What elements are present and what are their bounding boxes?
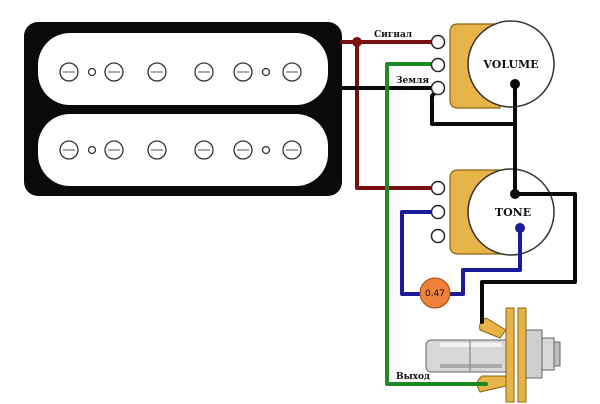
tone-pot-lugs [430,180,446,244]
tone-label: TONE [495,206,531,219]
volume-pot-lugs [430,34,446,96]
capacitor: 0.47 [419,277,451,309]
volume-label: VOLUME [482,58,538,71]
capacitor-body [419,277,451,309]
jack-bracket-right [517,307,527,403]
humbucker-pickup [24,22,342,196]
signal-wire-to-tone [355,40,441,190]
output-label: Выход [396,372,430,382]
tone-pot-knob [467,168,555,256]
pickup-coil-top [38,33,328,105]
tone-pot: TONE [449,168,555,256]
tone-wire-cap-in [400,210,441,296]
ground-label: Земля [396,76,429,86]
volume-pot-knob [467,20,555,108]
jack-sleeve-lug [476,375,507,393]
output-wire [385,62,488,386]
jack-barrel [525,329,543,379]
capacitor-label: 0.47 [425,289,445,299]
volume-pot: VOLUME [449,20,555,109]
tone-wire-cap-out [448,226,522,296]
signal-label: Сигнал [374,30,413,40]
output-jack [425,307,561,403]
pickup-coil-bottom [38,114,328,186]
jack-bracket-left [505,307,515,403]
